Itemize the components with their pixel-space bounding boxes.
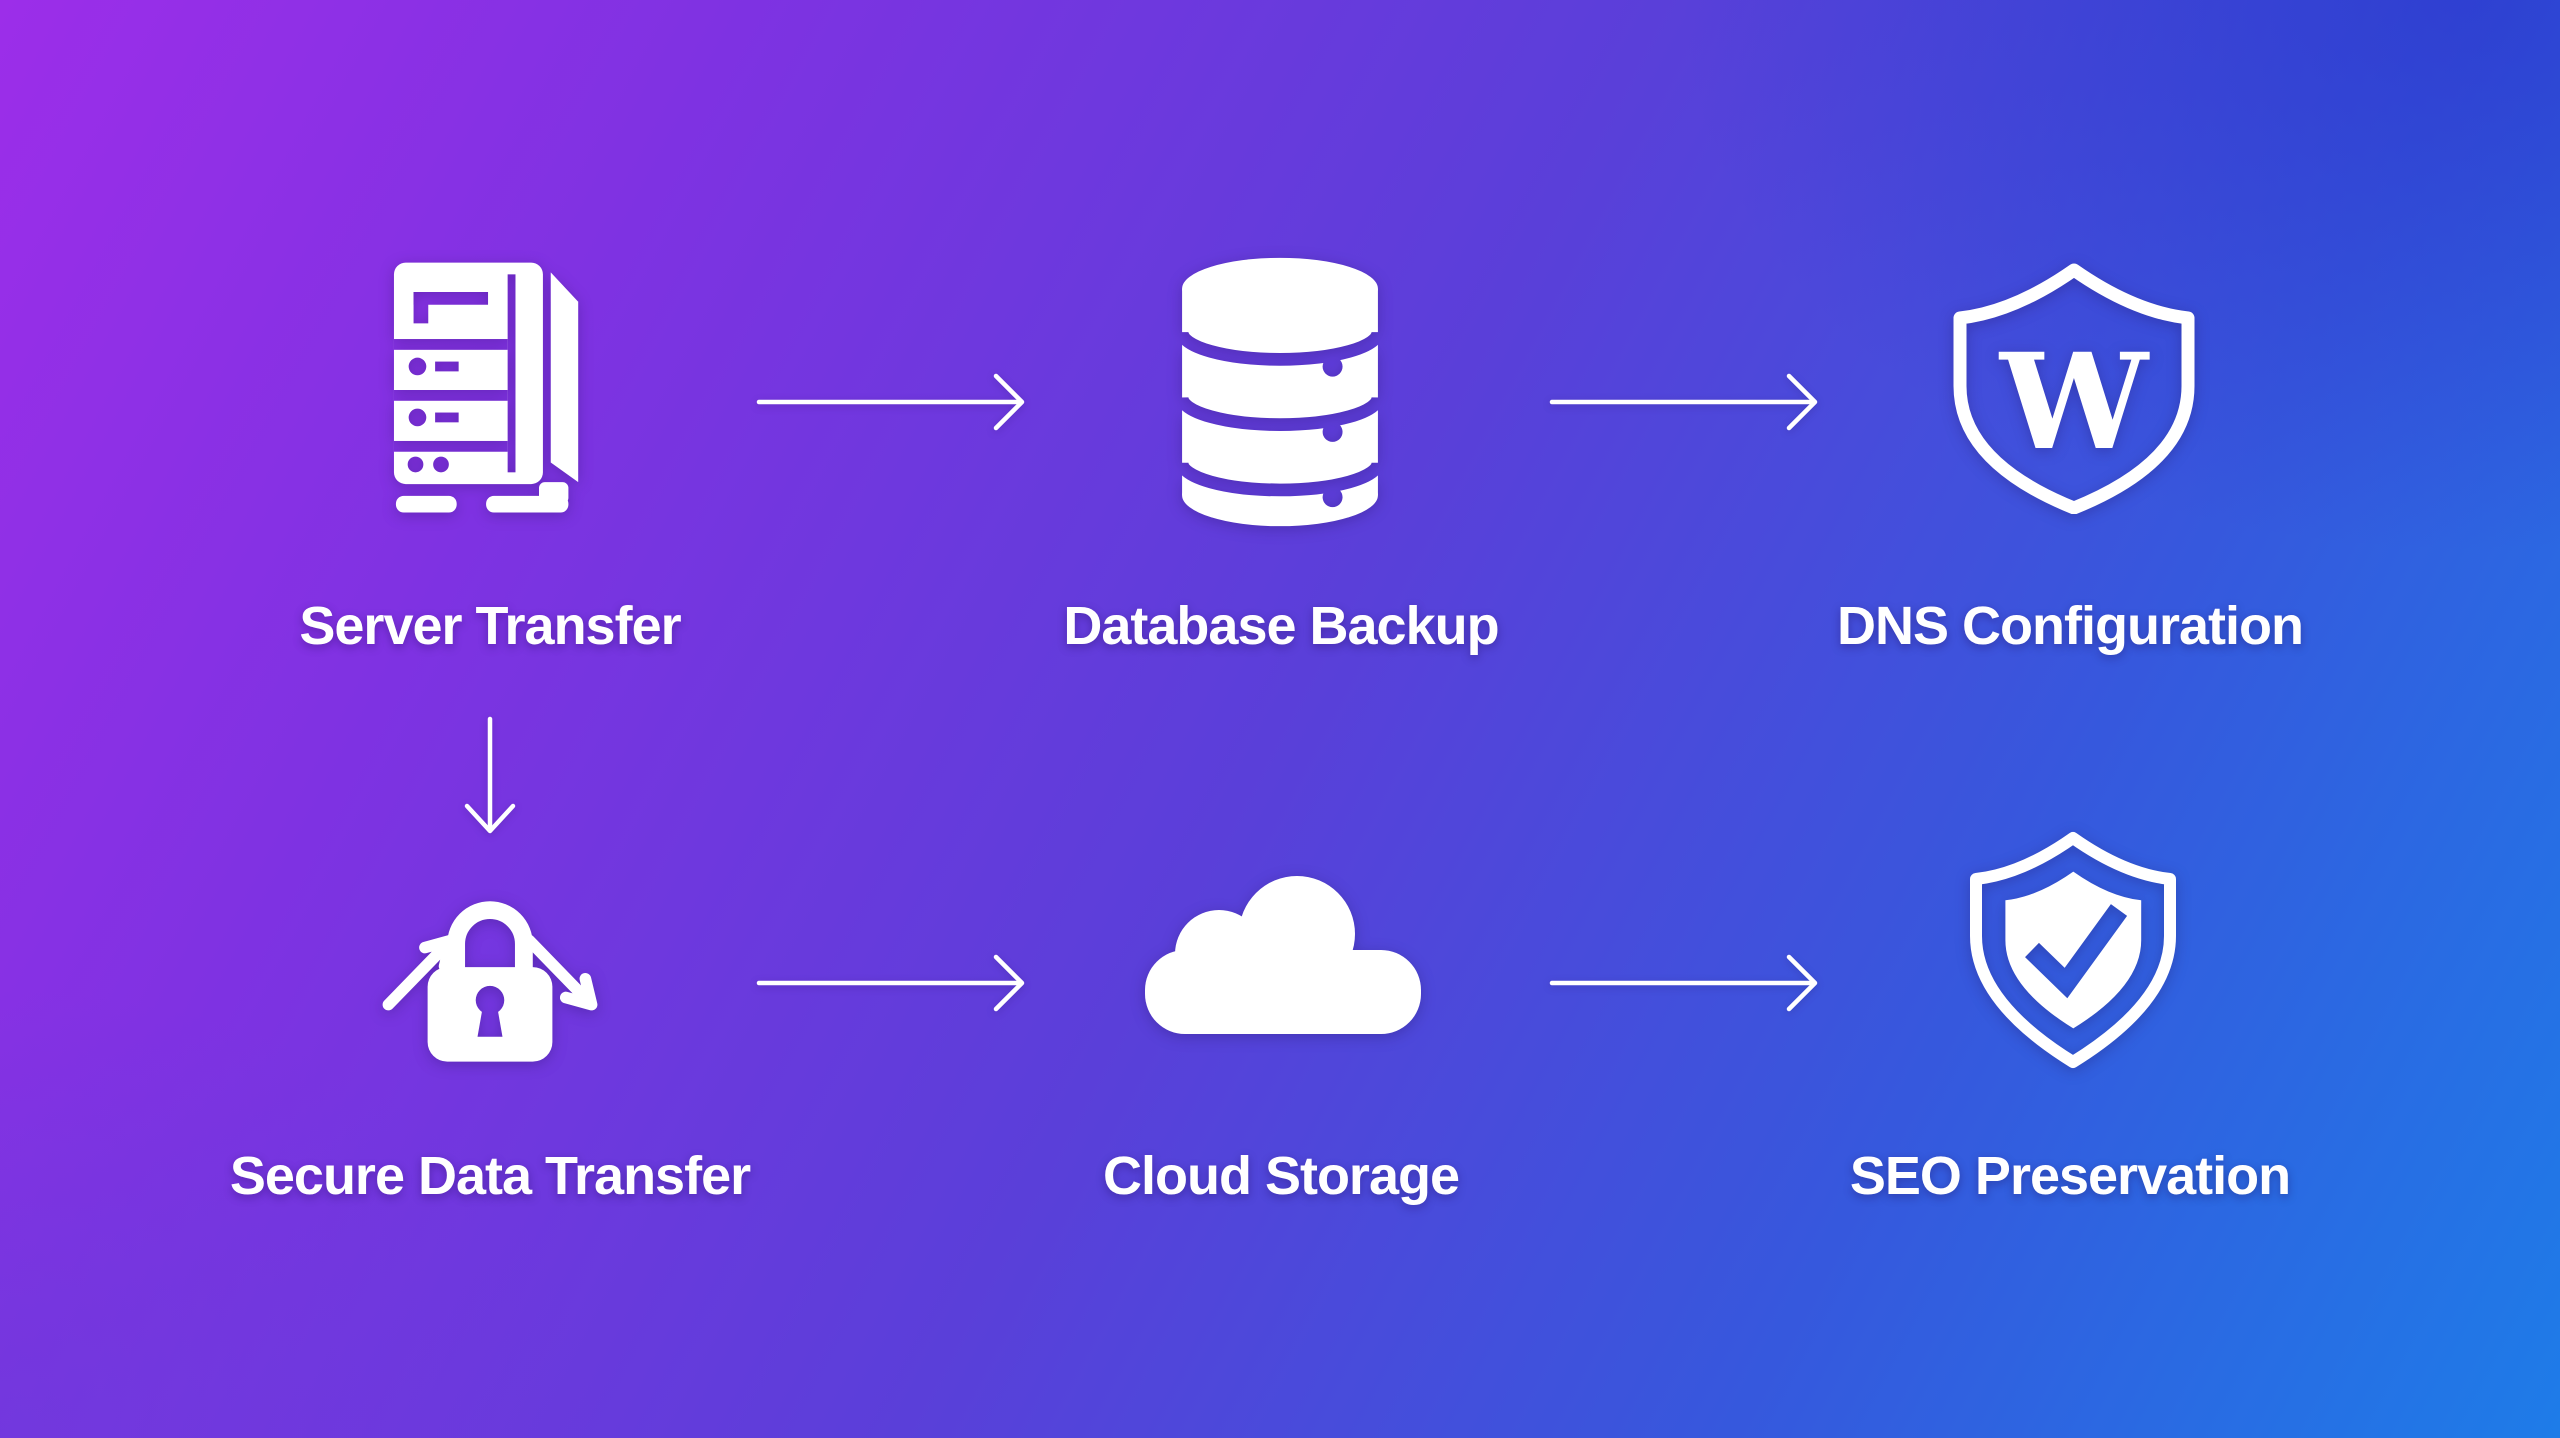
node-label: Cloud Storage [1102, 1146, 1460, 1206]
secure-lock-icon [365, 862, 615, 1067]
shield-check-icon [1964, 830, 2182, 1070]
node-label: Database Backup [1063, 596, 1499, 656]
node-label: DNS Configuration [1837, 596, 2304, 656]
node-label: Secure Data Transfer [229, 1146, 751, 1206]
shield-w-icon: W [1948, 262, 2200, 514]
arrow-server-transfer-to-secure-data-transfer [440, 716, 540, 842]
arrow-database-backup-to-dns-configuration [1549, 352, 1821, 452]
arrow-cloud-storage-to-seo-preservation [1549, 933, 1821, 1033]
arrow-server-transfer-to-database-backup [756, 352, 1028, 452]
database-icon [1180, 256, 1380, 528]
server-icon [392, 260, 588, 520]
node-label: Server Transfer [299, 596, 681, 656]
cloud-icon [1139, 870, 1427, 1036]
node-label: SEO Preservation [1849, 1146, 2291, 1206]
arrow-secure-data-transfer-to-cloud-storage [756, 933, 1028, 1033]
shield-letter: W [1998, 325, 2150, 480]
